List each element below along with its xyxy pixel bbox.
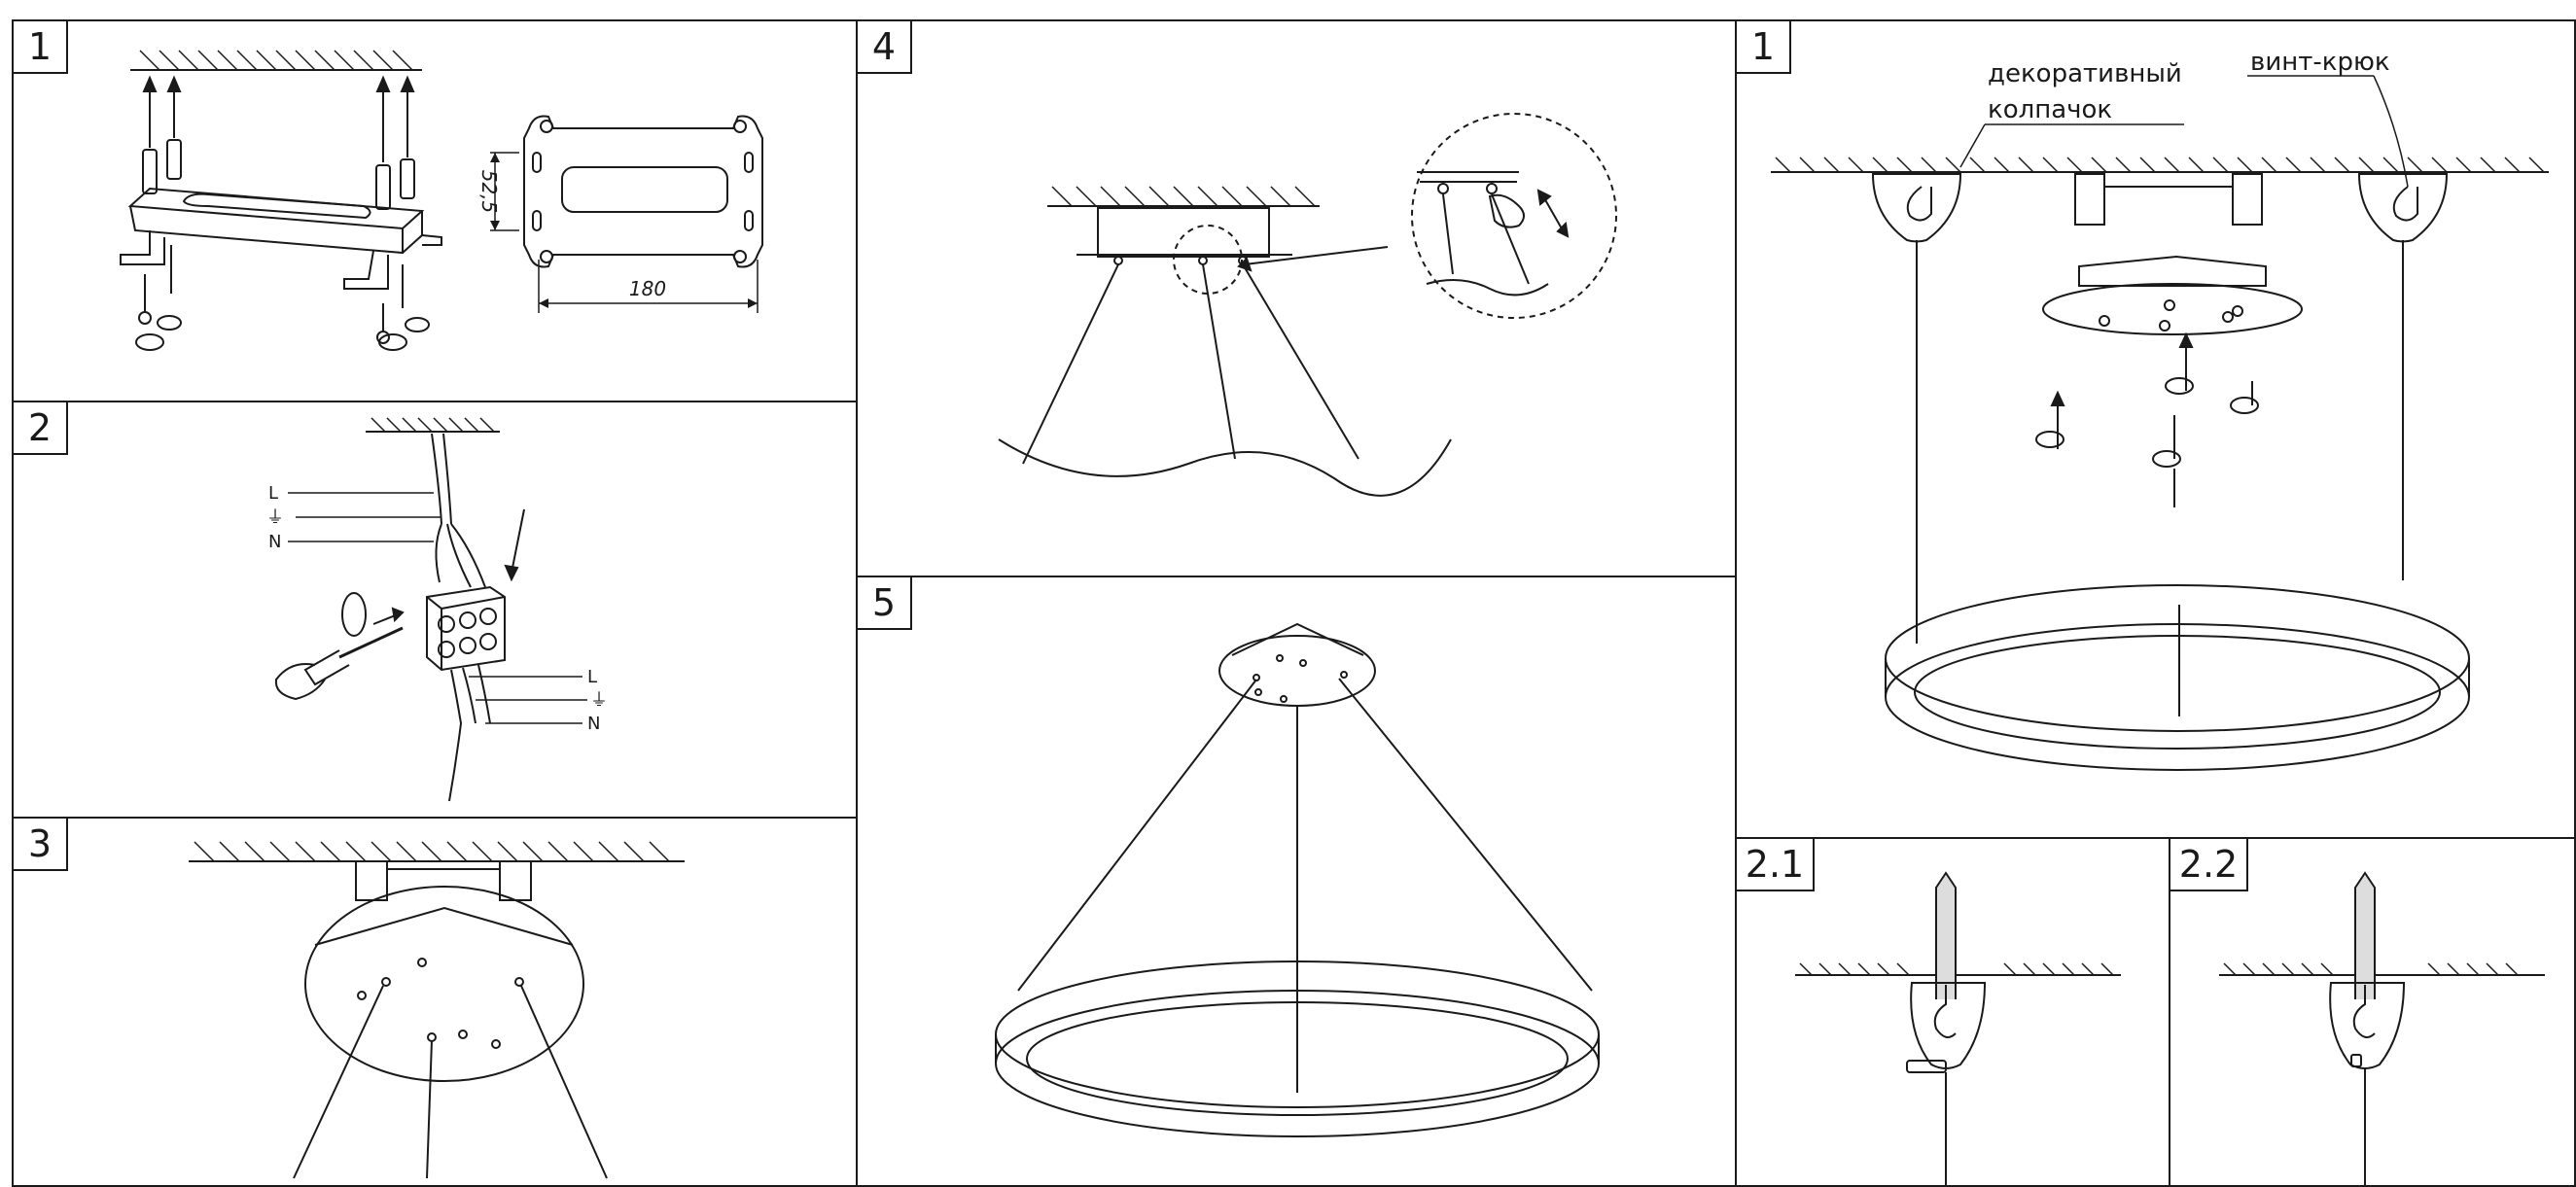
step-number: 2.2 — [2170, 839, 2248, 891]
panel-5-finished: 5 — [856, 576, 1737, 1187]
wire-label-l-bottom: L — [587, 667, 597, 687]
wiring-illustration: L ⏚ N L ⏚ N — [266, 417, 608, 802]
hook-detail-illustration-b — [2219, 871, 2545, 1185]
panel-2-wiring: 2 L ⏚ N L — [12, 401, 858, 819]
dimension-width-label: 180 — [629, 277, 666, 300]
wire-label-l-top: L — [268, 483, 278, 504]
step-number: 2 — [14, 402, 68, 455]
step-number: 1 — [1737, 21, 1791, 74]
step-number: 2.1 — [1737, 839, 1815, 891]
dimension-height-label: 52,5 — [477, 170, 501, 214]
step-number: 1 — [14, 21, 68, 74]
cable-adjust-illustration — [998, 113, 1617, 497]
wire-label-n-bottom: N — [587, 714, 600, 734]
panel-4-cable-adjust: 4 — [856, 19, 1737, 577]
hook-mount-illustration: декоративный колпачок винт-крюк — [1771, 48, 2549, 771]
bracket-illustration: 52,5 180 — [120, 50, 763, 351]
wire-label-ground-top: ⏚ — [266, 507, 284, 528]
step-number: 5 — [858, 577, 912, 630]
canopy-illustration — [189, 841, 685, 1179]
panel-1-bracket: 1 — [12, 19, 858, 402]
panel-right-2-1: 2.1 — [1735, 837, 2170, 1187]
hook-screw-label: винт-крюк — [2250, 48, 2390, 77]
step-number: 4 — [858, 21, 912, 74]
decorative-cap-label-line1: декоративный — [1988, 59, 2182, 88]
step-number: 3 — [14, 819, 68, 871]
panel-right-1-hooks: 1 — [1735, 19, 2576, 839]
hook-detail-illustration-a — [1795, 871, 2121, 1185]
decorative-cap-label-line2: колпачок — [1988, 95, 2112, 124]
wire-label-ground-bottom: ⏚ — [590, 690, 608, 711]
panel-right-2-2: 2.2 — [2169, 837, 2576, 1187]
panel-3-canopy: 3 — [12, 817, 858, 1187]
wire-label-n-top: N — [268, 532, 281, 552]
finished-lamp-illustration — [995, 622, 1600, 1137]
